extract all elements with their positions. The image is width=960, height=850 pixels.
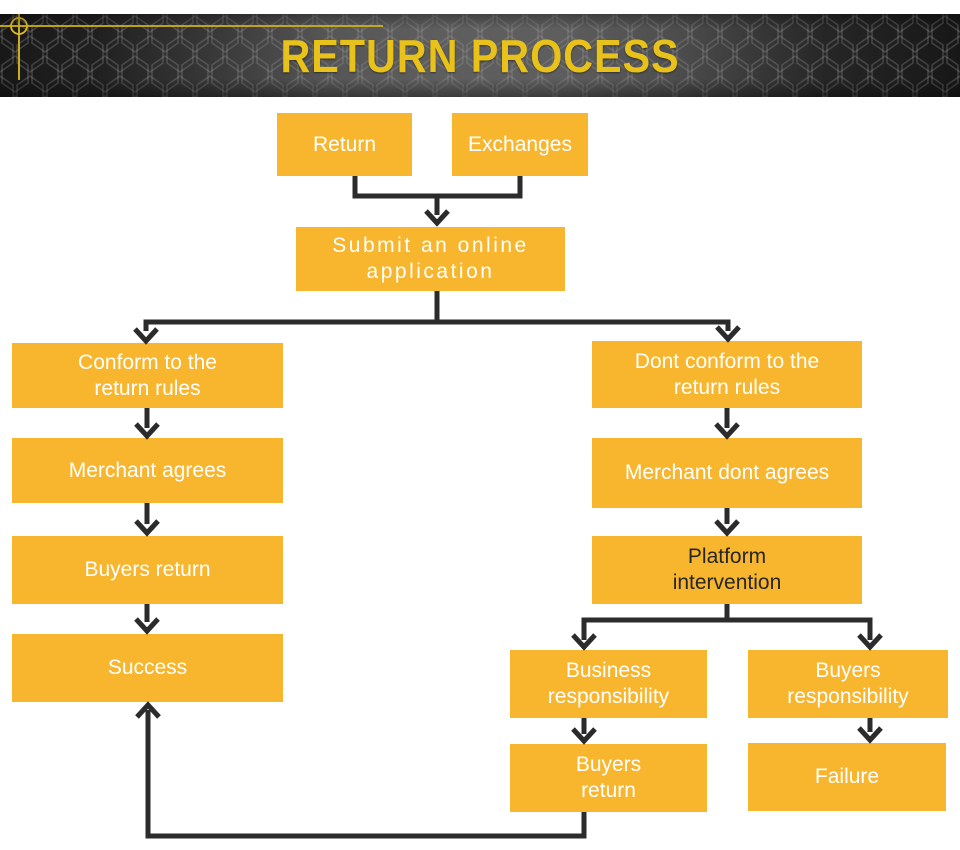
- arrowhead-business: [571, 633, 597, 651]
- arrowhead-failure: [857, 726, 883, 744]
- connector-loop: [145, 710, 587, 839]
- node-platform-intervention: Platform intervention: [592, 536, 862, 604]
- arrowhead-left-1: [134, 422, 160, 440]
- node-submit-application: Submit an online application: [296, 227, 565, 291]
- arrowhead-success: [135, 701, 161, 719]
- connector-platform-bar: [581, 617, 873, 640]
- node-dont-conform-rules: Dont conform to the return rules: [592, 341, 862, 408]
- node-merchant-agrees: Merchant agrees: [12, 438, 283, 503]
- node-success: Success: [12, 634, 283, 702]
- node-failure: Failure: [748, 743, 946, 811]
- page-title: RETURN PROCESS: [280, 29, 680, 82]
- arrowhead-buyers-resp: [857, 633, 883, 651]
- node-buyers-return-left: Buyers return: [12, 536, 283, 604]
- mesh-pattern: [0, 14, 960, 97]
- node-merchant-dont-agrees: Merchant dont agrees: [592, 438, 862, 508]
- arrowhead-submit: [424, 209, 450, 227]
- arrowhead-dont-conform: [715, 325, 741, 343]
- arrowhead-left-3: [134, 617, 160, 635]
- node-return: Return: [277, 113, 412, 176]
- connector-split-bar: [143, 319, 731, 331]
- arrowhead-left-2: [134, 519, 160, 537]
- arrowhead-buyers-return: [571, 727, 597, 745]
- connector-merge-top: [352, 176, 523, 199]
- arrowhead-right-2: [714, 519, 740, 537]
- node-business-responsibility: Business responsibility: [510, 650, 707, 718]
- header-banner: RETURN PROCESS: [0, 14, 960, 97]
- node-conform-rules: Conform to the return rules: [12, 343, 283, 408]
- node-buyers-responsibility: Buyers responsibility: [748, 650, 948, 718]
- crosshair-decoration: [0, 14, 383, 80]
- node-buyers-return-right: Buyers return: [510, 744, 707, 812]
- node-exchanges: Exchanges: [452, 113, 588, 176]
- arrowhead-right-1: [714, 422, 740, 440]
- arrowhead-conform: [133, 327, 159, 345]
